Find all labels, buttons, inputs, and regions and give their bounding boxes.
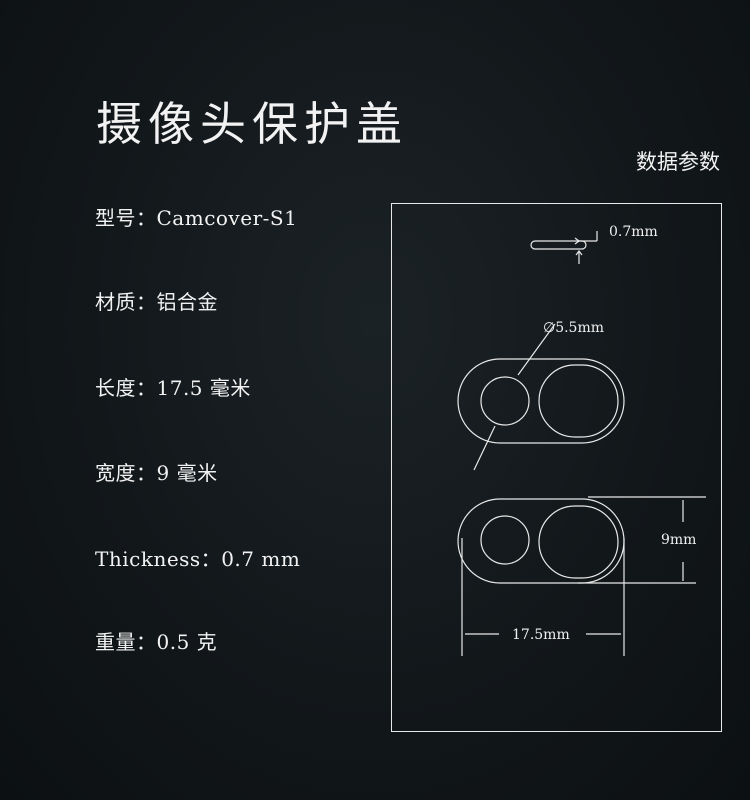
- params-label: 数据参数: [636, 150, 720, 174]
- lens-hole-large: [538, 505, 619, 579]
- spec-value: Camcover-S1: [156, 206, 298, 230]
- spec-label: 重量：: [95, 630, 157, 654]
- width-label: 9mm: [661, 532, 696, 548]
- spec-label: 长度：: [95, 376, 157, 400]
- spec-label: Thickness：: [95, 547, 222, 571]
- lens-hole-large: [538, 364, 619, 438]
- hole-diameter-label: ∅5.5mm: [543, 320, 604, 336]
- spec-label: 型号：: [95, 206, 157, 230]
- spec-model: 型号：Camcover-S1: [95, 202, 297, 231]
- thickness-label: 0.7mm: [609, 224, 658, 240]
- side-profile-shape: [530, 240, 587, 250]
- spec-value: 9 毫米: [156, 461, 218, 485]
- cover-outline-shape: [457, 358, 625, 444]
- arrow-right-icon: [574, 237, 580, 245]
- spec-value: 17.5 毫米: [156, 376, 251, 400]
- spec-value: 0.5 克: [156, 630, 218, 654]
- spec-value: 铝合金: [156, 290, 218, 314]
- arrow-up-icon: [575, 250, 583, 256]
- cover-outline-shape: [457, 498, 625, 584]
- spec-value: 0.7 mm: [221, 547, 301, 571]
- length-label: 17.5mm: [512, 627, 570, 643]
- page-title: 摄像头保护盖: [96, 97, 408, 151]
- technical-diagram: 0.7mm ∅5.5mm 9mm 17.5mm: [391, 203, 722, 732]
- top-view: ∅5.5mm: [457, 320, 625, 471]
- spec-label: 材质：: [95, 290, 157, 314]
- thickness-view: 0.7mm: [530, 224, 658, 264]
- lens-hole-small: [480, 376, 530, 426]
- lens-hole-small: [480, 515, 530, 565]
- spec-thickness: Thickness：0.7 mm: [95, 543, 300, 572]
- spec-material: 材质：铝合金: [95, 286, 218, 315]
- spec-weight: 重量：0.5 克: [95, 626, 217, 655]
- front-view: 9mm 17.5mm: [457, 496, 706, 656]
- diameter-leader-line: [517, 323, 556, 376]
- spec-length: 长度：17.5 毫米: [95, 372, 251, 401]
- spec-width: 宽度：9 毫米: [95, 457, 218, 486]
- diagram-svg: 0.7mm ∅5.5mm 9mm 17.5mm: [457, 224, 706, 656]
- spec-label: 宽度：: [95, 461, 157, 485]
- diameter-leader-line: [473, 425, 496, 471]
